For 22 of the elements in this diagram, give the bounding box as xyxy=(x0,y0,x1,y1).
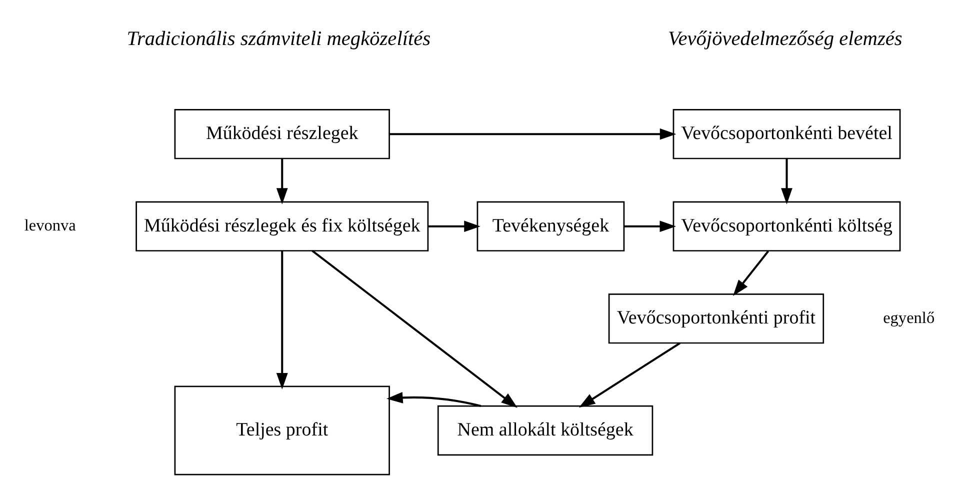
node-box: Vevőcsoportonkénti költség xyxy=(672,201,901,252)
node-box: Vevőcsoportonkénti bevétel xyxy=(672,109,901,160)
arrow xyxy=(578,342,681,408)
node-box: Nem allokált költségek xyxy=(437,405,654,456)
arrow xyxy=(624,220,676,232)
node-box: Működési részlegek és fix költségek xyxy=(136,201,429,252)
node-box: Teljes profit xyxy=(174,386,390,476)
arrow xyxy=(390,128,676,140)
label: levonva xyxy=(24,216,76,235)
label: Tradicionális számviteli megközelítés xyxy=(126,28,431,50)
node-box: Működési részlegek xyxy=(174,109,390,160)
arrow xyxy=(386,392,482,407)
arrow xyxy=(276,158,288,204)
arrow xyxy=(312,250,518,408)
arrow xyxy=(781,158,792,204)
arrow xyxy=(428,220,480,232)
label: egyenlő xyxy=(883,308,935,327)
label: Vevőjövedelmezőség elemzés xyxy=(668,28,902,50)
arrow xyxy=(276,250,288,390)
node-box: Tevékenységek xyxy=(476,201,625,252)
arrow xyxy=(732,250,770,296)
node-box: Vevőcsoportonkénti profit xyxy=(608,293,824,344)
